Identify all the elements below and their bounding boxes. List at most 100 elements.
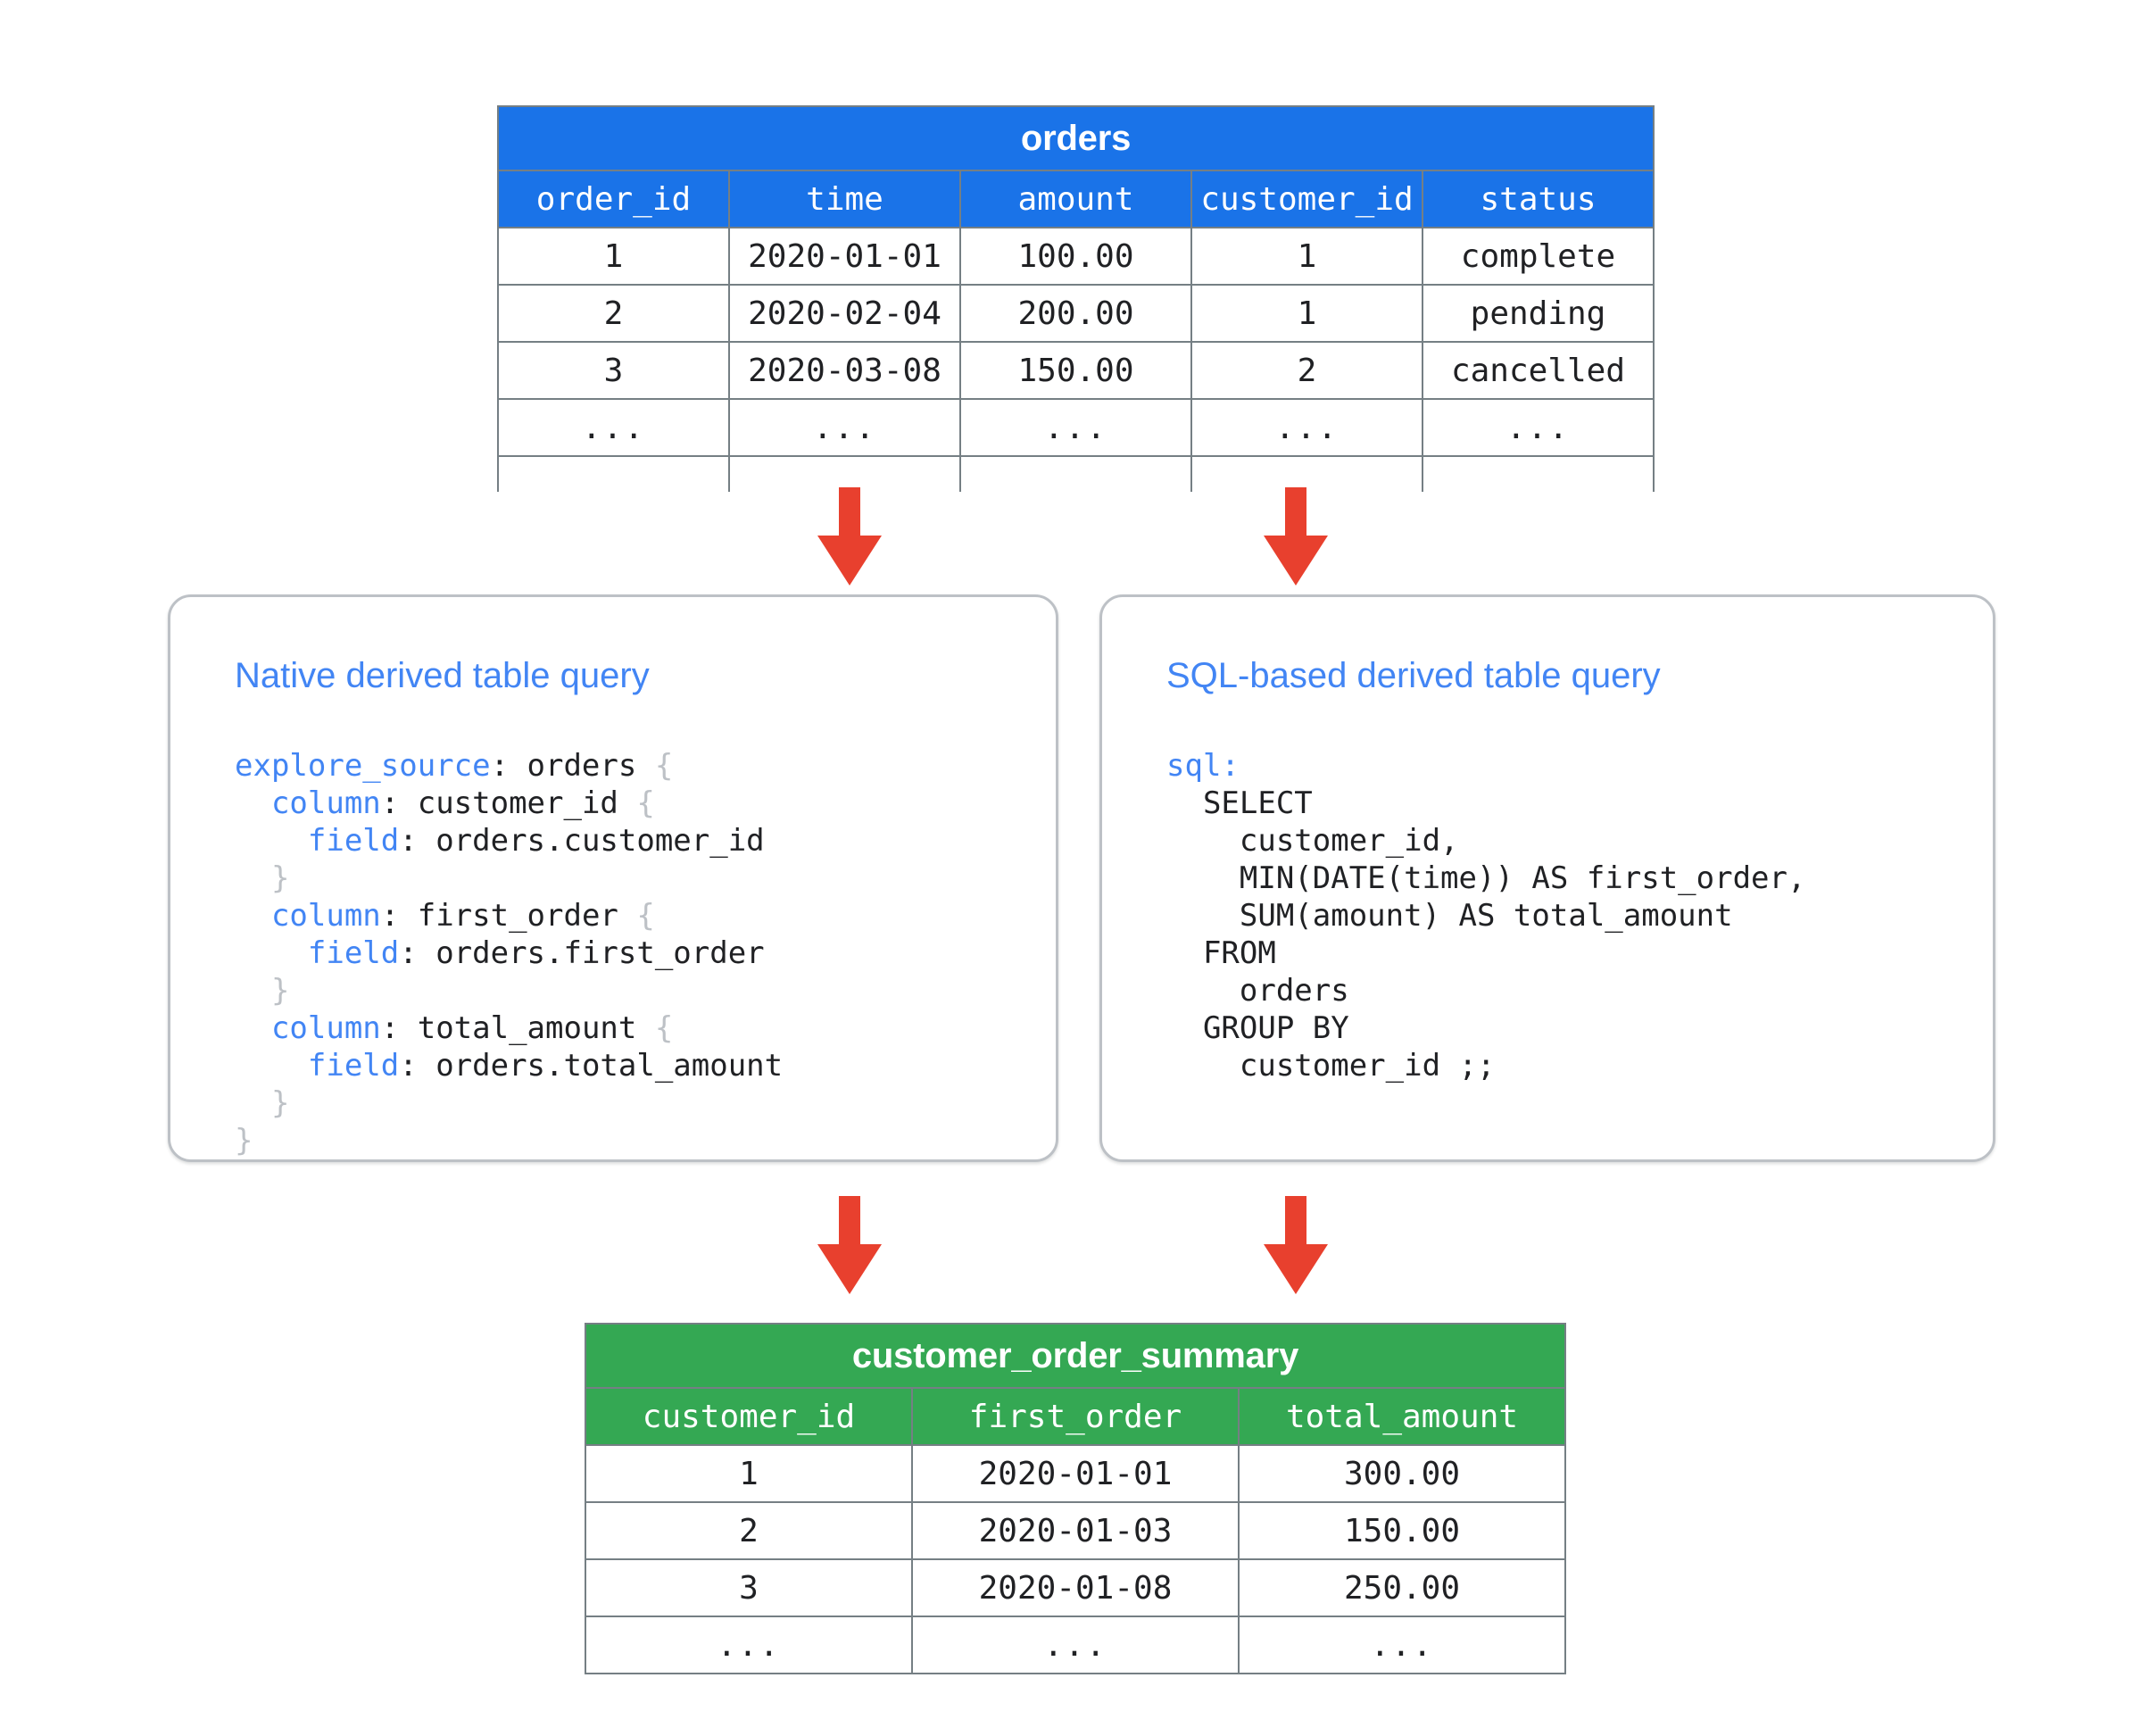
code-indent [1166, 973, 1240, 1009]
code-token: FROM [1202, 935, 1276, 971]
code-token: : orders.customer_id [399, 823, 765, 859]
orders-source-table: orders order_id time amount customer_id … [497, 105, 1655, 492]
code-token: GROUP BY [1202, 1010, 1349, 1046]
code-line: MIN(DATE(time)) AS first_order, [1166, 860, 1806, 897]
summary-column-header-first-order: first_order [911, 1387, 1240, 1446]
table-row: 3 2020-03-08 150.00 2 cancelled [497, 341, 1655, 400]
summary-cell: 250.00 [1238, 1558, 1566, 1617]
summary-cell: ... [911, 1616, 1240, 1674]
arrow-down-icon-orders-to-sql [1264, 487, 1328, 586]
orders-cell: ... [728, 398, 961, 457]
code-token: field [307, 935, 400, 971]
code-token: column [270, 898, 381, 934]
customer-order-summary-table: customer_order_summary customer_id first… [585, 1323, 1566, 1674]
code-indent [1166, 935, 1203, 971]
code-line: } [235, 972, 783, 1009]
native-panel-code: explore_source: orders { column : custome… [235, 747, 783, 1159]
code-line: column: first_order { [235, 897, 783, 934]
orders-cell: 2020-02-04 [728, 284, 961, 343]
code-line: SELECT [1166, 785, 1805, 822]
orders-column-header-customer-id: customer_id [1190, 170, 1423, 228]
summary-cell: 2 [585, 1501, 913, 1560]
code-token: customer_id, [1239, 823, 1459, 859]
code-indent [1166, 1048, 1240, 1084]
orders-cell: pending [1422, 284, 1655, 343]
native-derived-table-panel: Native derived table query explore_sourc… [168, 594, 1058, 1162]
code-indent [235, 1048, 308, 1084]
summary-cell: 3 [585, 1558, 913, 1617]
arrow-shaft [1285, 487, 1306, 543]
summary-table-body: customer_order_summary customer_id first… [585, 1323, 1566, 1674]
orders-column-header-status: status [1422, 170, 1655, 228]
code-token: field [307, 823, 400, 859]
code-indent [235, 823, 308, 859]
arrow-shaft [1285, 1196, 1306, 1251]
arrow-head [1264, 1244, 1328, 1294]
orders-column-header-amount: amount [959, 170, 1192, 228]
code-token: : customer_id [380, 785, 637, 821]
code-indent [1166, 823, 1240, 859]
code-indent [235, 785, 271, 821]
code-line: field: orders.customer_id [235, 822, 783, 860]
code-token: : first_order [380, 898, 637, 934]
orders-cell: cancelled [1422, 341, 1655, 400]
code-token: field [307, 1048, 400, 1084]
code-token: explore_source [235, 748, 491, 784]
code-token: } [270, 860, 290, 896]
code-indent [1166, 1010, 1203, 1046]
code-token: : orders [490, 748, 655, 784]
orders-cell-truncated [728, 455, 961, 492]
orders-cell: ... [959, 398, 1192, 457]
arrow-head [1264, 536, 1328, 586]
code-line: customer_id, [1166, 822, 1805, 860]
summary-cell: 300.00 [1238, 1444, 1566, 1503]
orders-cell: complete [1422, 227, 1655, 286]
native-panel-title: Native derived table query [235, 656, 650, 695]
summary-cell: ... [1238, 1616, 1566, 1674]
code-line: column: total_amount { [235, 1009, 783, 1047]
summary-table-title: customer_order_summary [585, 1323, 1566, 1389]
table-row: 3 2020-01-08 250.00 [585, 1558, 1566, 1617]
arrow-down-icon-orders-to-native [817, 487, 882, 586]
orders-column-header-time: time [728, 170, 961, 228]
code-line: customer_id ;; [1166, 1047, 1805, 1084]
code-line: } [235, 1122, 783, 1159]
summary-cell: 2020-01-08 [911, 1558, 1240, 1617]
code-token: } [270, 973, 290, 1009]
summary-cell: 150.00 [1238, 1501, 1566, 1560]
code-indent [235, 898, 271, 934]
code-token: { [636, 785, 655, 821]
code-indent [235, 1085, 271, 1121]
code-indent [235, 860, 271, 896]
sql-panel-code: sql: SELECT customer_id, MIN(DATE(time))… [1166, 747, 1805, 1084]
code-token: : total_amount [380, 1010, 655, 1046]
orders-cell: 2 [497, 284, 730, 343]
table-row: 1 2020-01-01 100.00 1 complete [497, 227, 1655, 286]
code-line: FROM [1166, 934, 1805, 972]
orders-cell: 2020-03-08 [728, 341, 961, 400]
code-line: orders [1166, 972, 1805, 1009]
code-indent [235, 973, 271, 1009]
code-token: { [654, 1010, 674, 1046]
code-token: MIN(DATE(time)) AS first_order, [1239, 860, 1806, 896]
summary-cell: 2020-01-01 [911, 1444, 1240, 1503]
orders-cell: 3 [497, 341, 730, 400]
orders-header-row: order_id time amount customer_id status [497, 170, 1655, 228]
code-line: SUM(amount) AS total_amount [1166, 897, 1805, 934]
orders-cell: ... [1190, 398, 1423, 457]
table-row-ellipsis: ... ... ... [585, 1616, 1566, 1674]
arrow-down-icon-sql-to-summary [1264, 1196, 1328, 1294]
orders-cell-truncated [497, 455, 730, 492]
code-token: SELECT [1202, 785, 1313, 821]
orders-cell: 1 [497, 227, 730, 286]
orders-title-row: orders [497, 105, 1655, 171]
code-token: : orders.first_order [399, 935, 765, 971]
code-line: GROUP BY [1166, 1009, 1805, 1047]
code-token: orders [1239, 973, 1349, 1009]
orders-cell: 1 [1190, 284, 1423, 343]
orders-table-title: orders [497, 105, 1655, 171]
summary-column-header-total-amount: total_amount [1238, 1387, 1566, 1446]
orders-cell: 200.00 [959, 284, 1192, 343]
code-line: field: orders.first_order [235, 934, 783, 972]
